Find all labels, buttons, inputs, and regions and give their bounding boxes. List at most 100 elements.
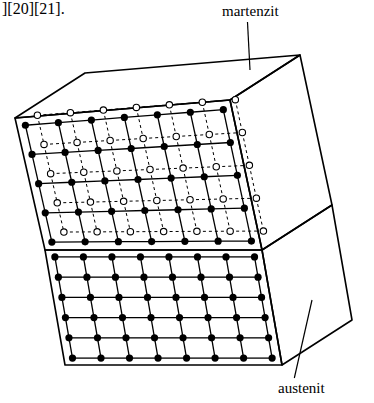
martensite-back-bond [103, 107, 136, 110]
martensite-back-bond [216, 167, 223, 199]
austenite-atom [169, 274, 176, 281]
martensite-bond [171, 178, 178, 210]
martensite-back-bond [202, 100, 235, 103]
martensite-bond [197, 145, 204, 177]
martensite-back-bond [110, 140, 117, 170]
austenite-bond [119, 297, 148, 298]
martensite-bond [105, 181, 112, 211]
martensite-bond [25, 123, 58, 126]
martensite-back-bond [190, 200, 197, 232]
martensite-bond [178, 210, 185, 242]
austenite-atom [90, 314, 97, 321]
martensite-bond [164, 146, 171, 178]
martensite-bond [32, 154, 39, 183]
martensite-bond [118, 241, 151, 242]
austenite-bond [151, 317, 180, 318]
martensite-atom [75, 208, 82, 215]
martensite-back-bond [190, 198, 223, 200]
austenite-atom [197, 274, 204, 281]
martensite-back-bond [249, 165, 256, 198]
martensite-open-atom [199, 99, 205, 105]
austenite-bond [115, 276, 144, 277]
martensite-bond [112, 211, 119, 241]
martensite-atom [141, 207, 148, 214]
austenite-bond [144, 276, 173, 277]
martensite-bond [105, 180, 138, 181]
austenite-bond [187, 357, 216, 358]
martensite-bond [157, 112, 190, 115]
austenite-atom [144, 294, 151, 301]
martensite-bond [138, 180, 145, 211]
martensite-back-bond [97, 231, 130, 232]
martensite-open-atom [34, 112, 40, 118]
austenite-bond [240, 337, 269, 338]
austenite-bond [180, 317, 209, 318]
martensite-back-bond [44, 144, 51, 173]
austenite-atom [165, 253, 172, 260]
phase-label: martenzit [222, 4, 279, 19]
austenite-bond [169, 256, 198, 257]
austenite-atom [65, 334, 72, 341]
austenite-bond [58, 276, 87, 277]
martensite-bond [152, 241, 185, 242]
martensite-bond [197, 143, 230, 145]
austenite-atom [208, 334, 215, 341]
martensite-back-bond [136, 105, 169, 108]
austenite-bond [155, 337, 184, 338]
austenite-bond [126, 337, 155, 338]
martensite-atom [194, 141, 201, 148]
martensite-atom [234, 172, 241, 179]
austenite-atom [112, 274, 119, 281]
austenite-atom [258, 294, 265, 301]
austenite-bond [233, 297, 262, 298]
austenite-bond [94, 317, 123, 318]
martensite-atom [154, 111, 161, 118]
martensite-back-bond [150, 170, 157, 201]
austenite-atom [115, 294, 122, 301]
martensite-bond [190, 110, 223, 113]
martensite-bond [98, 148, 131, 150]
martensite-bond [39, 182, 72, 183]
austenite-bond [112, 256, 141, 257]
martensite-bond [32, 152, 65, 154]
austenite-atom [80, 253, 87, 260]
martensite-bond [237, 175, 244, 208]
martensite-bond [72, 182, 79, 212]
martensite-open-atom [133, 104, 139, 110]
martensite-side-face [230, 55, 332, 250]
martensite-open-atom [260, 228, 266, 234]
austenite-bond [244, 357, 273, 358]
martensite-open-atom [127, 229, 133, 235]
martensite-back-bond [90, 202, 97, 232]
martensite-back-bond [44, 142, 77, 144]
martensite-open-atom [74, 139, 80, 145]
phase-label: austenit [278, 381, 325, 396]
martensite-bond [131, 148, 138, 179]
martensite-bond [178, 208, 211, 210]
martensite-back-bond [183, 167, 216, 168]
leader-line [247, 22, 250, 70]
martensite-atom [148, 238, 155, 245]
austenite-atom [154, 355, 161, 362]
austenite-bond [62, 297, 91, 298]
martensite-open-atom [120, 198, 126, 204]
martensite-back-bond [183, 168, 190, 200]
martensite-atom [121, 114, 128, 121]
austenite-bond [158, 357, 187, 358]
austenite-bond [147, 297, 176, 298]
martensite-back-bond [176, 135, 209, 137]
martensite-bond [171, 177, 204, 178]
austenite-atom [87, 294, 94, 301]
austenite-atom [179, 334, 186, 341]
martensite-bond [78, 212, 85, 242]
martensite-back-bond [110, 138, 143, 140]
martensite-atom [187, 109, 194, 116]
martensite-atom [161, 143, 168, 150]
martensite-atom [42, 209, 49, 216]
martensite-bond [112, 210, 145, 212]
martensite-open-atom [61, 229, 67, 235]
austenite-atom [83, 274, 90, 281]
austenite-atom [204, 314, 211, 321]
martensite-open-atom [253, 195, 259, 201]
martensite-bond [58, 120, 91, 123]
